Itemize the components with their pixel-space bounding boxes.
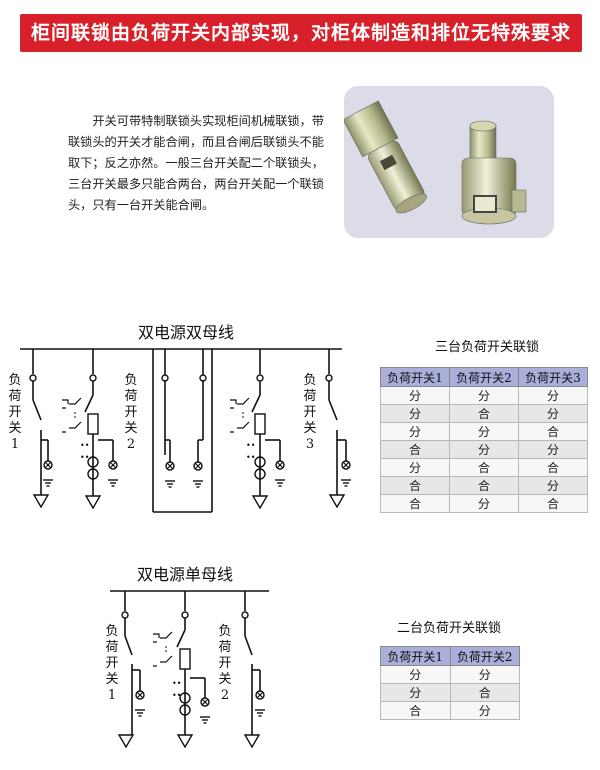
table2-header: 负荷开关2 [449,646,520,666]
single-busbar-diagram: •• •• [110,590,269,748]
table-cell: 合 [518,422,588,441]
svg-text:••: •• [246,453,255,462]
double-busbar-diagram: •• •• •• •• [20,348,352,513]
table-cell: 分 [518,386,588,405]
table-cell: 分 [518,404,588,423]
intro-paragraph: 开关可带特制联锁头实现柜间机械联锁，带联锁头的开关才能合闸，而且合闸后联锁头不能… [68,114,324,212]
svg-text:••: •• [246,441,255,450]
table-cell: 分 [449,386,519,405]
table-cell: 分 [380,404,450,423]
table-cell: 合 [380,494,450,513]
table-cell: 分 [449,440,519,459]
svg-text:••: •• [172,679,181,688]
table-row: 分分分 [380,386,588,405]
table-cell: 分 [380,665,451,684]
table-cell: 合 [449,458,519,477]
table-row: 分合合 [380,458,588,477]
table-cell: 合 [518,458,588,477]
table-cell: 分 [449,701,520,720]
table2-title: 二台负荷开关联锁 [397,621,502,636]
table2-header: 负荷开关1 [380,646,451,666]
table-row: 合分分 [380,440,588,459]
two-switch-interlock-table: 负荷开关1 负荷开关2 分分 分合 合分 [380,646,520,720]
table3-header: 负荷开关2 [449,367,519,387]
table-cell: 合 [449,683,520,702]
table-cell: 合 [449,476,519,495]
table-cell: 合 [380,476,450,495]
table3-header: 负荷开关1 [380,367,450,387]
table3-title: 三台负荷开关联锁 [435,340,540,355]
table-row: 分合 [380,683,520,702]
table-cell: 分 [380,386,450,405]
table-cell: 分 [380,683,451,702]
svg-text:••: •• [172,691,181,700]
interlock-head-illustration [344,100,527,225]
table-row: 合分合 [380,494,588,513]
three-switch-interlock-table: 负荷开关1 负荷开关2 负荷开关3 分分分 分合分 分分合 合分分 分合合 合合… [380,367,588,513]
table-cell: 分 [449,494,519,513]
table-row: 合分 [380,701,520,720]
interlock-head-photo [344,86,554,238]
table-row: 分合分 [380,404,588,423]
table3-header: 负荷开关3 [518,367,588,387]
table-cell: 分 [518,476,588,495]
table-cell: 分 [449,665,520,684]
diagram2-title: 双电源单母线 [137,565,234,584]
table-row: 合合分 [380,476,588,495]
table-cell: 合 [518,494,588,513]
table-cell: 分 [380,422,450,441]
diagram1-title: 双电源双母线 [138,323,235,342]
table-cell: 分 [518,440,588,459]
table-cell: 合 [380,701,451,720]
table-cell: 分 [380,458,450,477]
table-cell: 合 [449,404,519,423]
page-banner: 柜间联锁由负荷开关内部实现，对柜体制造和排位无特殊要求 [20,14,582,52]
svg-text:••: •• [80,453,89,462]
svg-text:••: •• [80,441,89,450]
table-cell: 分 [449,422,519,441]
table-row: 分分合 [380,422,588,441]
table-cell: 合 [380,440,450,459]
table-row: 分分 [380,665,520,684]
